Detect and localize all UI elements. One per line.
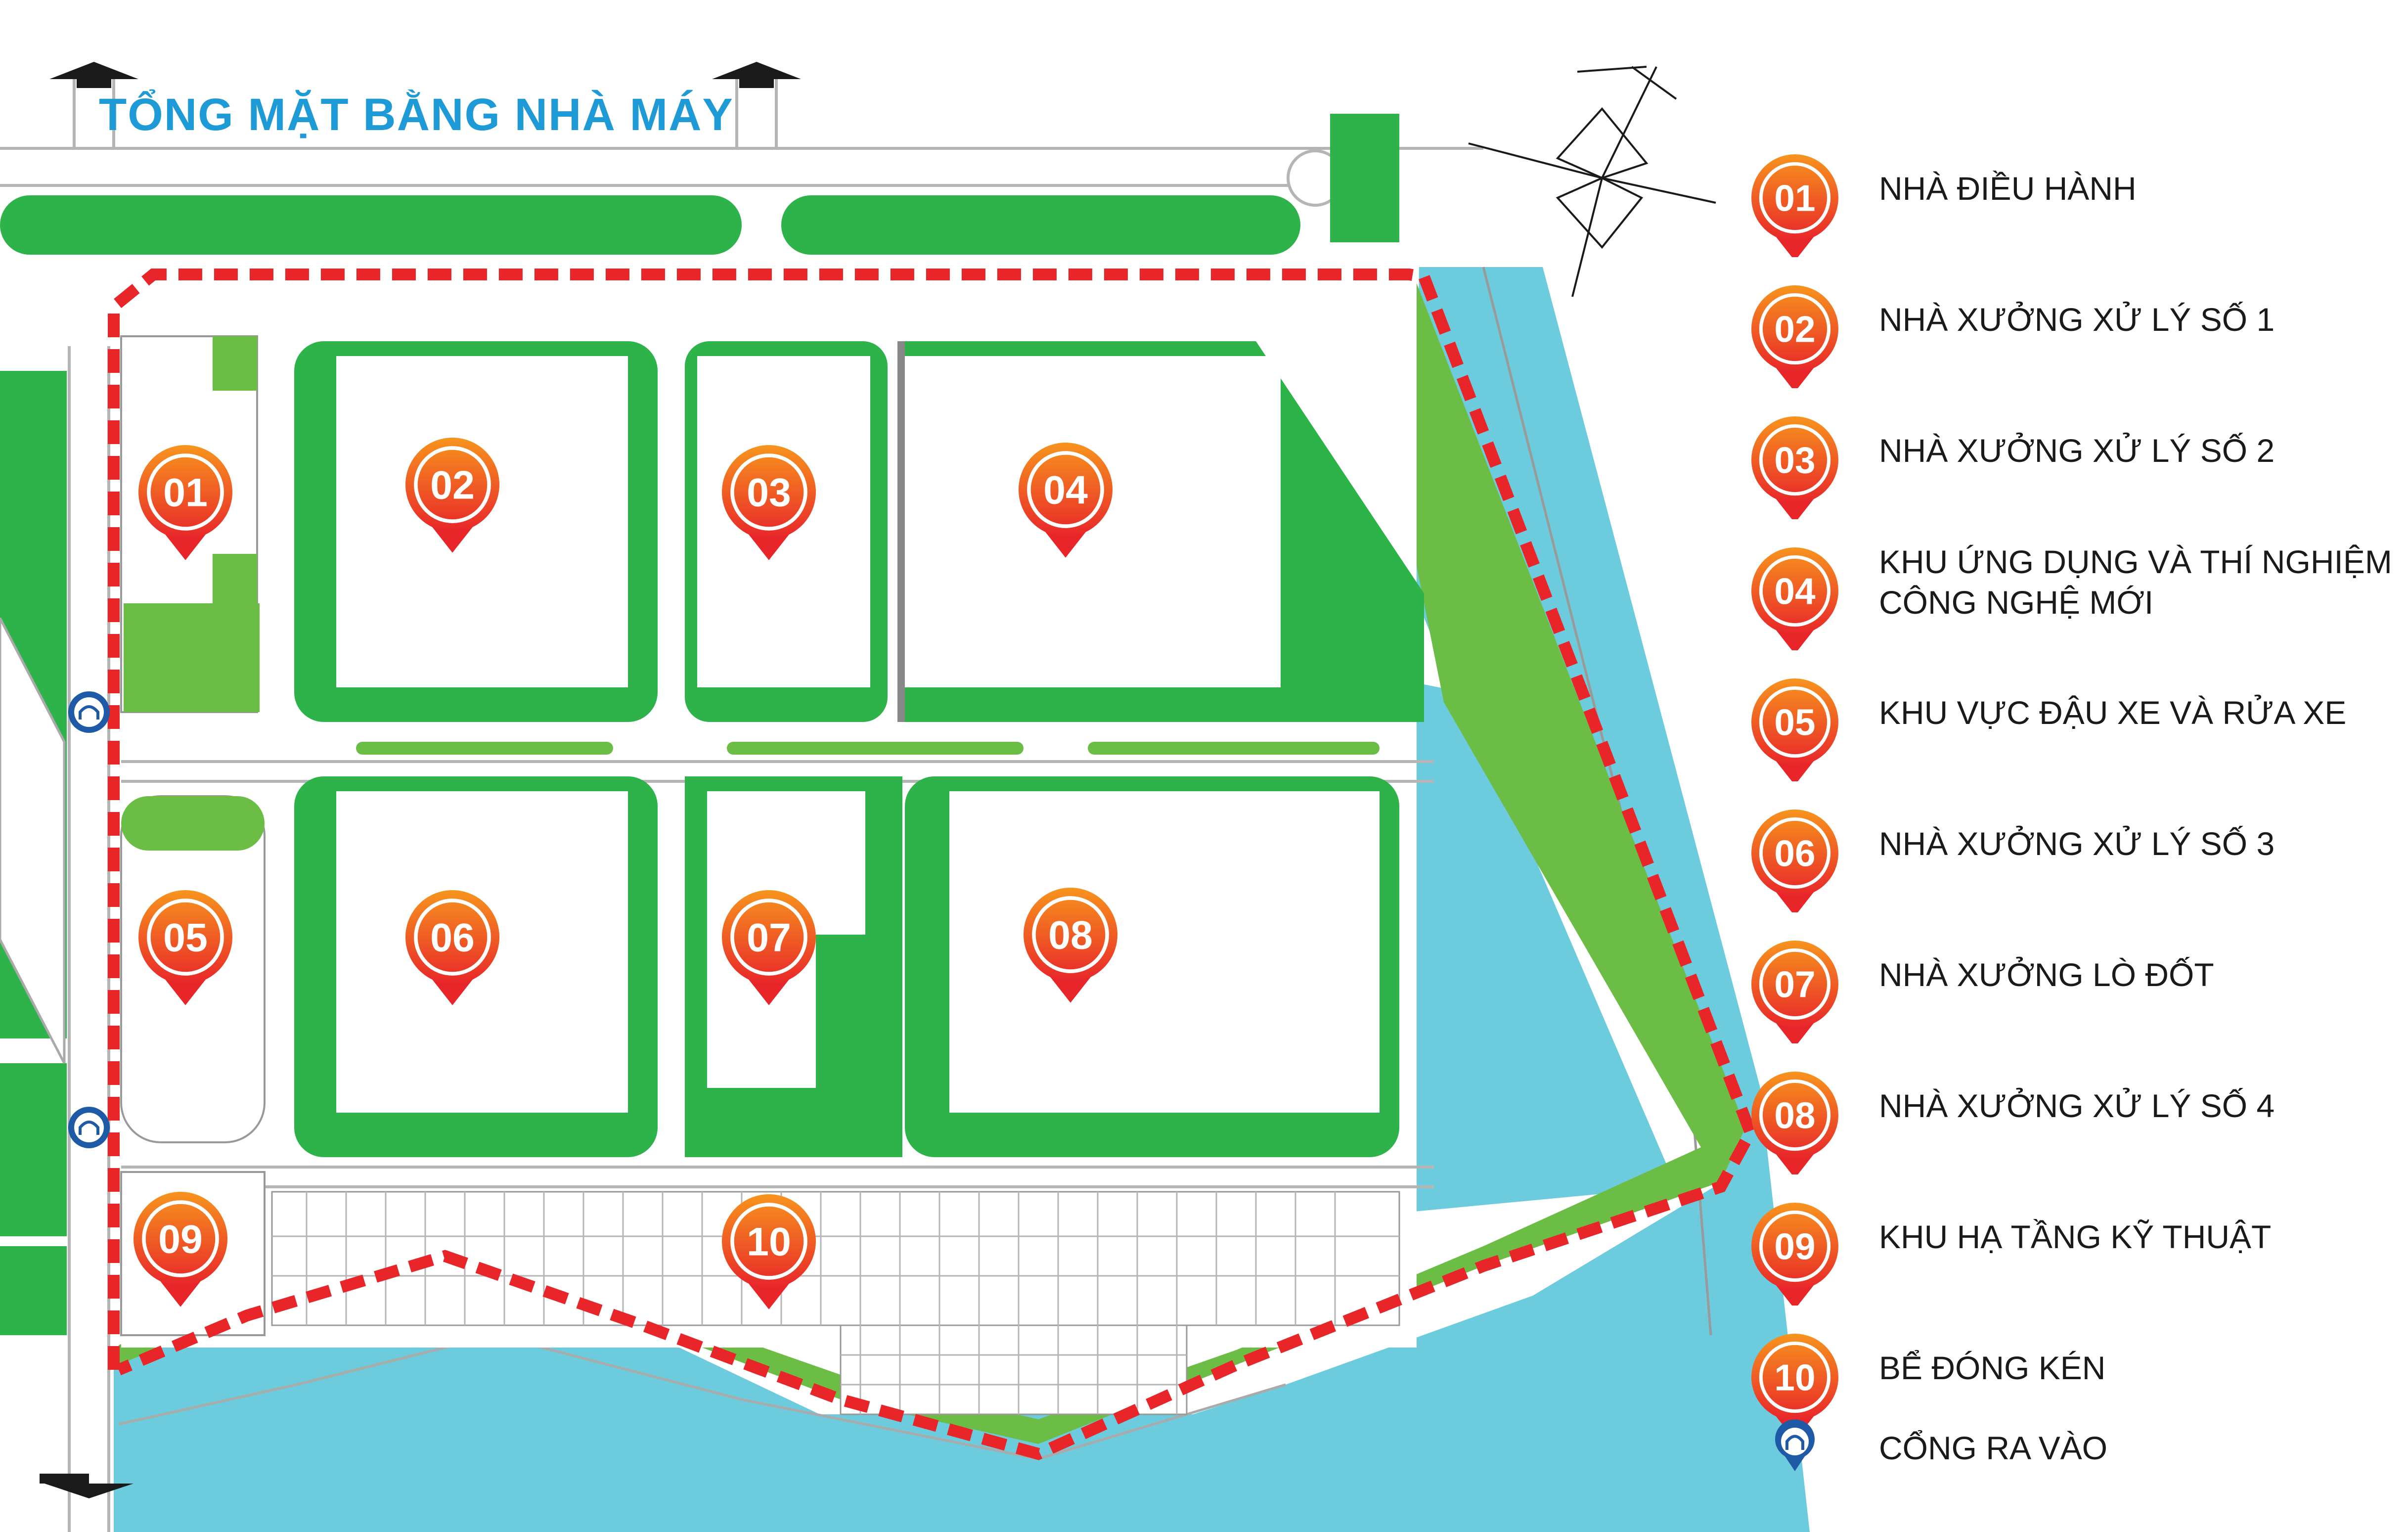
compass-icon — [1468, 66, 1716, 297]
green-strip — [0, 195, 742, 255]
marker-number: 06 — [1774, 832, 1815, 874]
legend-label: BỂ ĐÓNG KÉN — [1879, 1350, 2106, 1386]
legend-label: NHÀ XƯỞNG XỬ LÝ SỐ 3 — [1879, 825, 2275, 862]
marker-number: 02 — [1774, 308, 1815, 350]
legend-item-06: 06 NHÀ XƯỞNG XỬ LÝ SỐ 3 — [1745, 804, 2403, 912]
legend-item-02: 02 NHÀ XƯỞNG XỬ LÝ SỐ 1 — [1745, 279, 2403, 388]
marker-number: 07 — [747, 916, 791, 960]
map-marker-07[interactable]: 07 — [722, 890, 816, 1005]
west-road — [68, 346, 110, 1532]
marker-number: 03 — [1774, 439, 1815, 481]
legend-marker-icon: 03 — [1751, 416, 1838, 519]
marker-number: 08 — [1774, 1094, 1815, 1136]
marker-number: 04 — [1043, 468, 1088, 513]
map-marker-08[interactable]: 08 — [1024, 888, 1117, 1003]
map-marker-02[interactable]: 02 — [1751, 285, 1838, 388]
legend-label: KHU HẠ TẦNG KỸ THUẬT — [1879, 1218, 2272, 1255]
legend-marker-icon: 10 — [1751, 1334, 1838, 1437]
map-marker-03[interactable]: 03 — [1751, 416, 1838, 519]
site-boundary — [108, 269, 1757, 1460]
marker-number: 08 — [1048, 913, 1093, 958]
legend-marker-icon: 07 — [1751, 941, 1838, 1043]
map-marker-01[interactable]: 01 — [1751, 154, 1838, 257]
green-strip — [781, 195, 1300, 255]
map-marker-10[interactable]: 10 — [1751, 1334, 1838, 1437]
legend-label: NHÀ XƯỞNG XỬ LÝ SỐ 4 — [1879, 1087, 2275, 1124]
legend-marker-icon: 09 — [1751, 1203, 1838, 1306]
marker-number: 05 — [1774, 701, 1815, 743]
legend-marker-icon: 05 — [1751, 678, 1838, 781]
marker-number: 07 — [1774, 963, 1815, 1005]
marker-number: 09 — [1774, 1225, 1815, 1267]
legend-label: KHU VỰC ĐẬU XE VÀ RỬA XE — [1879, 694, 2347, 731]
map-marker-10[interactable]: 10 — [722, 1194, 816, 1309]
marker-number: 06 — [430, 916, 475, 960]
gate-icon — [1775, 1419, 1815, 1471]
gate-icon — [68, 1107, 110, 1148]
marker-number: 04 — [1774, 570, 1816, 612]
map-title: TỔNG MẶT BẰNG NHÀ MÁY — [99, 90, 734, 140]
marker-number: 10 — [1774, 1356, 1815, 1398]
map-marker-09[interactable]: 09 — [1751, 1203, 1838, 1306]
gate-icon — [68, 691, 110, 733]
map-marker-02[interactable]: 02 — [405, 438, 499, 553]
legend-marker-icon: 06 — [1751, 810, 1838, 912]
legend-item-05: 05 KHU VỰC ĐẬU XE VÀ RỬA XE — [1745, 673, 2403, 781]
map-marker-03[interactable]: 03 — [722, 445, 816, 560]
marker-number: 03 — [747, 471, 791, 515]
legend-label: NHÀ XƯỞNG XỬ LÝ SỐ 1 — [1879, 301, 2275, 338]
legend-item-03: 03 NHÀ XƯỞNG XỬ LÝ SỐ 2 — [1745, 410, 2403, 519]
marker-number: 09 — [158, 1217, 203, 1262]
map-marker-05[interactable]: 05 — [1751, 678, 1838, 781]
map-marker-07[interactable]: 07 — [1751, 941, 1838, 1043]
legend-marker-icon: 04 — [1751, 547, 1838, 650]
marker-number: 10 — [747, 1220, 791, 1264]
legend-item-09: 09 KHU HẠ TẦNG KỸ THUẬT — [1745, 1197, 2403, 1306]
map-marker-05[interactable]: 05 — [138, 890, 232, 1005]
canal — [119, 1414, 1533, 1532]
gate-legend-label: CỔNG RA VÀO — [1879, 1430, 2108, 1466]
legend-label: NHÀ ĐIỀU HÀNH — [1879, 170, 2137, 207]
pond — [1414, 682, 1676, 1212]
map-marker-06[interactable]: 06 — [1751, 810, 1838, 912]
marker-number: 05 — [163, 916, 208, 960]
legend-item-01: 01 NHÀ ĐIỀU HÀNH — [1745, 148, 2403, 257]
legend-marker-icon: 01 — [1751, 154, 1838, 257]
legend-item-10: 10 BỂ ĐÓNG KÉN — [1745, 1328, 2403, 1437]
marker-number: 02 — [430, 463, 475, 508]
map-marker-08[interactable]: 08 — [1751, 1072, 1838, 1174]
river — [114, 267, 1810, 1532]
map-marker-01[interactable]: 01 — [138, 445, 232, 560]
legend-marker-icon: 02 — [1751, 285, 1838, 388]
gate-legend: CỔNG RA VÀO — [1770, 1419, 2107, 1476]
marker-number: 01 — [163, 471, 208, 515]
north-entry-arrow — [40, 62, 801, 1498]
legend-label: NHÀ XƯỞNG LÒ ĐỐT — [1879, 956, 2214, 993]
map-marker-09[interactable]: 09 — [134, 1192, 227, 1307]
legend-marker-icon: 08 — [1751, 1072, 1838, 1174]
map-marker-06[interactable]: 06 — [405, 890, 499, 1005]
map-marker-04[interactable]: 04 — [1019, 443, 1113, 558]
legend-label: NHÀ XƯỞNG XỬ LÝ SỐ 2 — [1879, 432, 2275, 469]
legend-item-07: 07 NHÀ XƯỞNG LÒ ĐỐT — [1745, 935, 2403, 1043]
marker-number: 01 — [1774, 177, 1815, 219]
green-strip — [1330, 114, 1399, 242]
map-marker-04[interactable]: 04 — [1751, 547, 1838, 650]
north-road — [0, 147, 1483, 187]
legend-item-08: 08 NHÀ XƯỞNG XỬ LÝ SỐ 4 — [1745, 1066, 2403, 1174]
